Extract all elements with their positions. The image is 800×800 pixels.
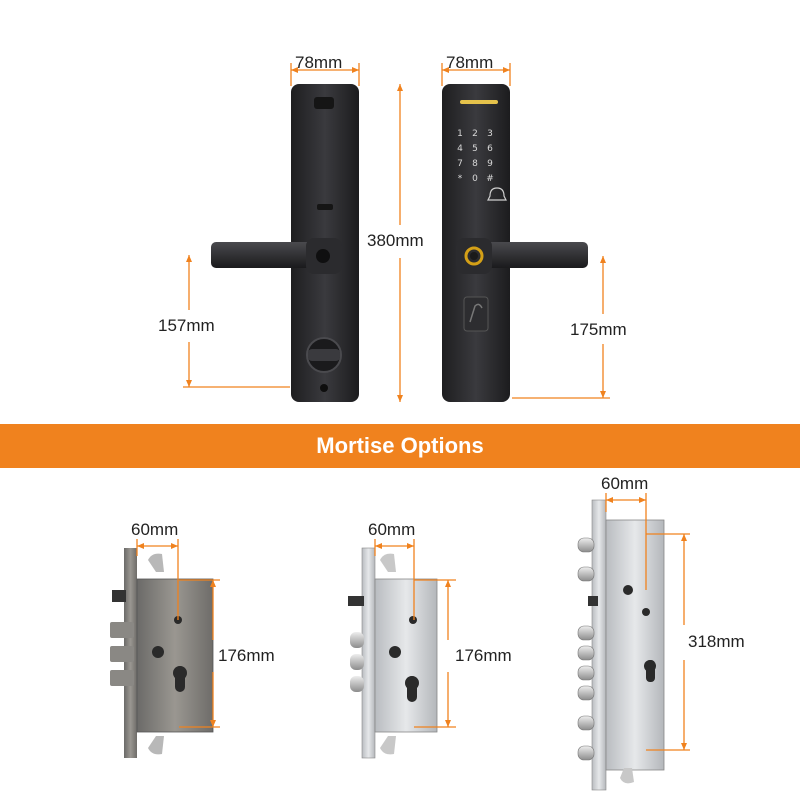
back-width-label: 78mm	[446, 53, 494, 72]
mortise-3	[577, 499, 665, 791]
front-screw	[320, 384, 328, 392]
keypad-key: 0	[472, 174, 478, 184]
mortise-3-width-label: 60mm	[601, 474, 649, 493]
height-label: 380mm	[367, 231, 424, 250]
mortise-3-height-label: 318mm	[688, 632, 745, 651]
banner-title: Mortise Options	[316, 433, 484, 458]
dimension-arrows-top	[186, 67, 606, 402]
front-handle	[211, 238, 342, 274]
keypad-key: 9	[487, 159, 493, 169]
dimension-lines-top	[183, 63, 610, 402]
keypad-key: 3	[487, 129, 493, 139]
mortise-1-width-label: 60mm	[131, 520, 179, 539]
keypad-key: #	[486, 174, 494, 184]
back-handle	[456, 238, 588, 274]
mortise-2-height-label: 176mm	[455, 646, 512, 665]
status-light	[460, 100, 498, 104]
keypad-key: 1	[457, 129, 463, 139]
mortise-2-width-label: 60mm	[368, 520, 416, 539]
keypad-key: 5	[472, 144, 478, 154]
mortise-1	[110, 548, 214, 758]
key-cover-icon	[463, 296, 489, 332]
keypad-key: 2	[472, 129, 478, 139]
keypad-key: 7	[457, 159, 463, 169]
keypad-key: 4	[457, 144, 463, 154]
keypad-key: 6	[487, 144, 493, 154]
back-handle-height-label: 175mm	[570, 320, 627, 339]
mortise-1-height-label: 176mm	[218, 646, 275, 665]
keypad-key: 8	[472, 159, 478, 169]
dimension-lines-bottom	[136, 493, 690, 751]
mortise-options-banner: Mortise Options	[0, 424, 800, 468]
mortise-2	[348, 547, 438, 759]
fingerprint-sensor-icon	[464, 246, 484, 266]
dimension-arrows-bottom	[137, 497, 687, 750]
thumb-turn	[306, 337, 342, 373]
front-handle-height-label: 157mm	[158, 316, 215, 335]
keypad-key: *	[458, 174, 463, 184]
front-width-label: 78mm	[295, 53, 343, 72]
doorbell-icon	[487, 187, 507, 201]
